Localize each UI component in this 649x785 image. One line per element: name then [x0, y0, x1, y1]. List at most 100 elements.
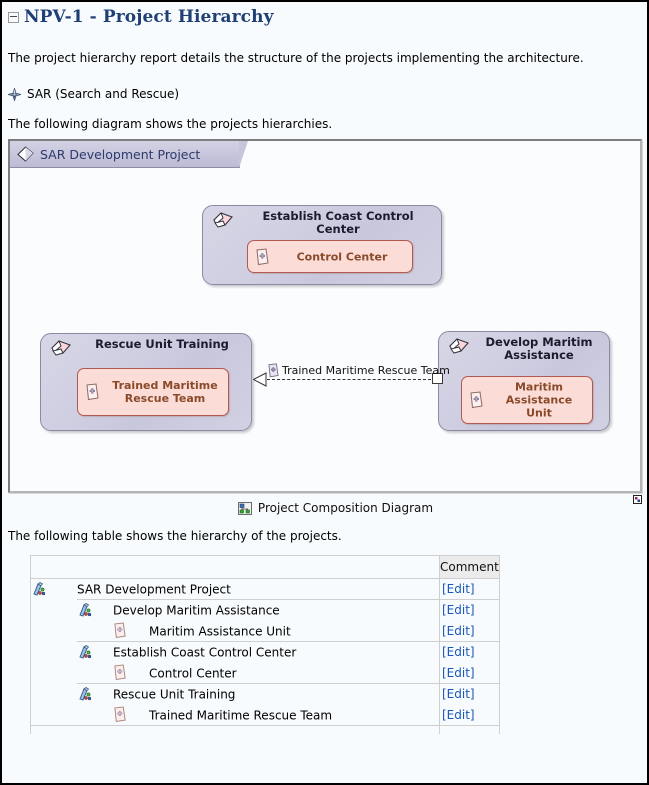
row-label-cell: Trained Maritime Rescue Team	[149, 705, 440, 726]
connector-label-group: Trained Maritime Rescue Team	[267, 363, 450, 378]
project-lozenge-icon	[448, 338, 470, 355]
row-label: Develop Maritim Assistance	[113, 603, 280, 618]
node-title: Develop Maritim Assistance	[485, 335, 593, 362]
row-label: Establish Coast Control Center	[113, 645, 297, 660]
table-row[interactable]: SAR Development Project [Edit]	[30, 578, 500, 600]
deliverable-control-center[interactable]: Control Center	[247, 240, 413, 273]
table-header-row: Comment	[30, 555, 500, 579]
project-hierarchy-table: Comment	[30, 555, 500, 734]
row-label-cell: Control Center	[149, 663, 440, 684]
edit-link[interactable]: [Edit]	[442, 687, 475, 702]
row-label: Rescue Unit Training	[113, 687, 236, 702]
edit-link[interactable]: [Edit]	[442, 582, 475, 596]
deliverable-icon	[255, 247, 270, 266]
project-node-establish-coast-control-center[interactable]: Establish Coast Control Center Control C…	[202, 205, 442, 285]
row-comment-cell: [Edit]	[439, 599, 500, 621]
row-icon-cell	[77, 641, 113, 663]
edit-link[interactable]: [Edit]	[442, 645, 475, 660]
diagram-icon	[237, 501, 252, 515]
diagram-caption: Project Composition Diagram	[24, 501, 647, 515]
table-body: SAR Development Project [Edit]	[30, 578, 500, 734]
diagram-caption-text: Project Composition Diagram	[257, 501, 434, 515]
node-title: Rescue Unit Training	[95, 337, 229, 351]
deliverable-icon	[85, 383, 100, 401]
row-comment-cell: [Edit]	[439, 704, 500, 726]
row-label-cell: Establish Coast Control Center	[113, 641, 440, 663]
row-label-cell: Maritim Assistance Unit	[149, 621, 440, 642]
compass-rose-icon	[8, 87, 21, 101]
table-row[interactable]: Trained Maritime Rescue Team [Edit]	[30, 704, 500, 726]
scope-label: SAR (Search and Rescue)	[27, 87, 180, 101]
edit-link[interactable]: [Edit]	[442, 623, 475, 638]
diagram-caption-wrap: Project Composition Diagram	[2, 501, 647, 515]
table-row[interactable]: Maritim Assistance Unit [Edit]	[30, 620, 500, 642]
project-lozenge-icon	[212, 212, 234, 229]
project-lozenge-icon	[50, 340, 72, 357]
node-header: Establish Coast Control Center	[203, 206, 441, 236]
node-header: Rescue Unit Training	[41, 334, 251, 360]
edit-link[interactable]: [Edit]	[442, 665, 475, 680]
project-icon	[77, 602, 113, 618]
page-title: NPV-1 - Project Hierarchy	[24, 7, 274, 27]
deliverable-label: Maritim Assistance Unit	[505, 380, 573, 420]
connector-label: Trained Maritime Rescue Team	[282, 364, 450, 377]
column-header-comment: Comment	[439, 555, 500, 579]
intro-paragraph: The project hierarchy report details the…	[8, 51, 584, 65]
deliverable-label: Control Center	[296, 250, 388, 263]
project-node-rescue-unit-training[interactable]: Rescue Unit Training Trained Maritime Re…	[40, 333, 252, 431]
project-composition-diagram[interactable]: SAR Development Project Establish Coast …	[8, 139, 642, 493]
package-tab[interactable]: SAR Development Project	[10, 141, 248, 168]
edit-link[interactable]: [Edit]	[442, 603, 475, 618]
deliverable-trained-maritime-rescue-team[interactable]: Trained Maritime Rescue Team	[77, 368, 229, 416]
collapse-minus-icon[interactable]	[8, 11, 19, 23]
deliverable-maritim-assistance-unit[interactable]: Maritim Assistance Unit	[461, 376, 593, 424]
node-title: Establish Coast Control Center	[262, 209, 414, 236]
project-icon	[77, 644, 113, 660]
deliverable-icon	[113, 664, 149, 681]
row-label: Maritim Assistance Unit	[149, 624, 291, 638]
row-icon-cell	[113, 705, 149, 726]
edit-link[interactable]: [Edit]	[442, 707, 475, 722]
arrowhead-icon	[253, 372, 267, 387]
table-row[interactable]: Develop Maritim Assistance [Edit]	[30, 599, 500, 621]
row-icon-cell	[77, 599, 113, 621]
row-label: Trained Maritime Rescue Team	[149, 708, 333, 722]
row-icon-cell	[30, 578, 77, 600]
table-row[interactable]: Control Center [Edit]	[30, 662, 500, 684]
project-node-develop-maritim-assistance[interactable]: Develop Maritim Assistance Maritim Assis…	[438, 331, 610, 431]
project-icon	[31, 581, 77, 597]
row-icon-cell	[113, 621, 149, 642]
table-row[interactable]: Establish Coast Control Center [Edit]	[30, 641, 500, 663]
dependency-connector[interactable]	[253, 368, 443, 390]
table-intro: The following table shows the hierarchy …	[8, 529, 342, 543]
row-icon-cell	[77, 683, 113, 705]
deliverable-icon	[113, 706, 149, 723]
row-comment-cell: [Edit]	[439, 683, 500, 705]
row-label-cell: Develop Maritim Assistance	[113, 599, 440, 621]
project-lozenge-icon	[17, 146, 34, 162]
package-label: SAR Development Project	[40, 146, 201, 162]
node-header: Develop Maritim Assistance	[439, 332, 609, 362]
row-label-cell: Rescue Unit Training	[113, 683, 440, 705]
deliverable-icon	[469, 391, 484, 409]
connector-line	[267, 379, 431, 380]
row-icon-cell	[113, 663, 149, 684]
scope-row: SAR (Search and Rescue)	[2, 87, 647, 101]
deliverable-icon	[113, 622, 149, 639]
row-label: Control Center	[149, 666, 237, 680]
deliverable-label: Trained Maritime Rescue Team	[112, 379, 218, 405]
row-comment-cell: [Edit]	[439, 620, 500, 642]
row-label: SAR Development Project	[77, 582, 231, 597]
project-icon	[77, 686, 113, 702]
connector-endpoint	[432, 373, 443, 384]
row-comment-cell: [Edit]	[439, 641, 500, 663]
project-hierarchy-table-wrap: Comment	[30, 555, 647, 734]
diagram-container: SAR Development Project Establish Coast …	[8, 139, 642, 504]
row-comment-cell: [Edit]	[439, 578, 500, 600]
diagram-intro: The following diagram shows the projects…	[8, 117, 333, 131]
table-bottom-edge	[30, 725, 500, 734]
deliverable-icon	[267, 363, 280, 378]
resize-handle-icon[interactable]	[633, 495, 642, 504]
table-row[interactable]: Rescue Unit Training [Edit]	[30, 683, 500, 705]
